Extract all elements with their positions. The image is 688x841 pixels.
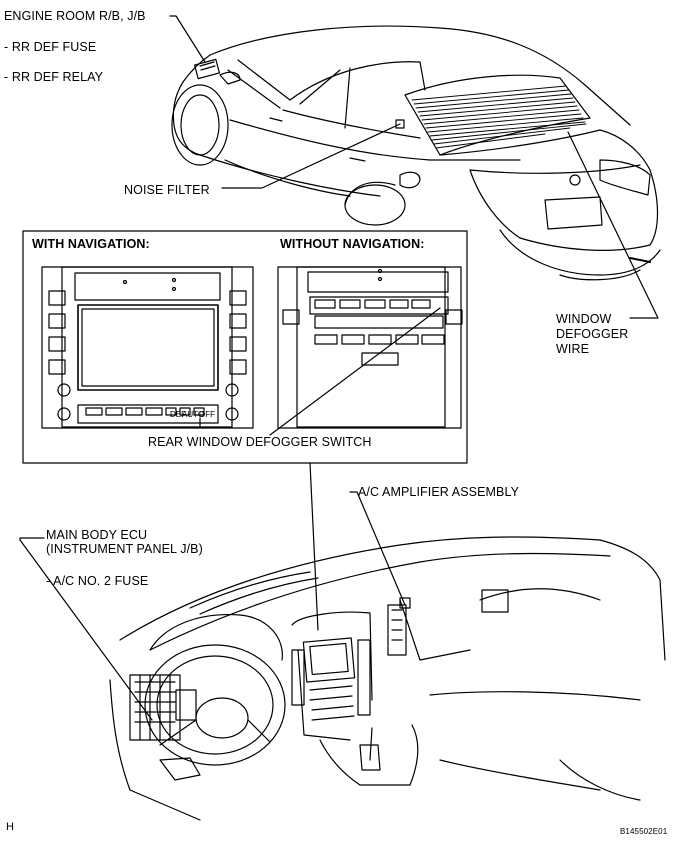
switch-label-off: OFF: [199, 410, 215, 419]
corner-letter: H: [6, 821, 15, 833]
rr-def-fuse-label: - RR DEF FUSE: [4, 40, 97, 54]
leader-lines-dashboard: [19, 462, 406, 721]
main-body-ecu-label-line1: MAIN BODY ECU: [46, 528, 148, 542]
without-navigation-panel: [277, 266, 463, 429]
without-navigation-heading: WITHOUT NAVIGATION:: [280, 237, 425, 251]
leader-lines-car: [169, 15, 659, 319]
noise-filter-label: NOISE FILTER: [124, 183, 210, 197]
switch-leader-lines: [199, 307, 441, 436]
ac-no2-fuse-label: - A/C NO. 2 FUSE: [46, 574, 149, 588]
main-body-ecu-label-line2: (INSTRUMENT PANEL J/B): [46, 542, 203, 556]
console-inset-frame: [22, 230, 468, 464]
with-navigation-heading: WITH NAVIGATION:: [32, 237, 150, 251]
figure-code: B145502E01: [620, 827, 668, 836]
rear-window-defogger-switch-label: REAR WINDOW DEFOGGER SWITCH: [148, 435, 372, 449]
defogger-wire-lines: [411, 85, 587, 149]
switch-label-def: DEF: [170, 410, 186, 419]
dashboard-illustration: [109, 536, 666, 821]
car-illustration: [171, 25, 661, 281]
with-navigation-panel: [41, 266, 254, 429]
rr-def-relay-label: - RR DEF RELAY: [4, 70, 104, 84]
window-defogger-wire-label-line3: WIRE: [556, 342, 590, 356]
window-defogger-wire-label-line1: WINDOW: [556, 312, 612, 326]
engine-room-label: ENGINE ROOM R/B, J/B: [4, 9, 146, 23]
window-defogger-wire-label-line2: DEFOGGER: [556, 327, 629, 341]
switch-label-auto: AUTO: [182, 410, 205, 419]
ac-amplifier-label: A/C AMPLIFIER ASSEMBLY: [358, 485, 520, 499]
